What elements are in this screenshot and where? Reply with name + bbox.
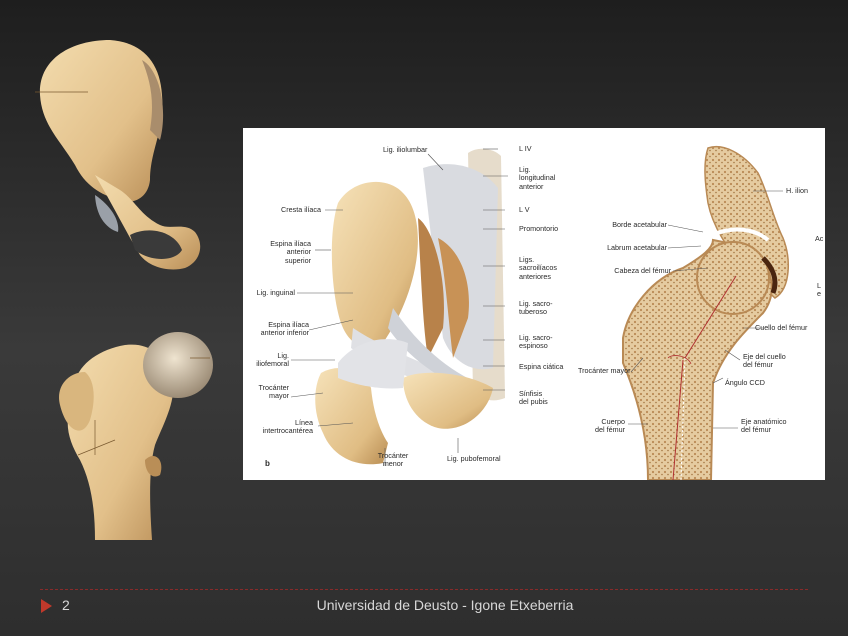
label-trocanter-mayor-c: Trocánter mayor xyxy=(578,366,631,375)
figure-letter-b: b xyxy=(265,459,270,468)
label-espina-iliaca-inf: Espina ilíaca anterior inferior xyxy=(260,320,309,338)
label-lig-pubofemoral: Lig. pubofemoral xyxy=(447,454,501,463)
label-cabeza-femur: Cabeza del fémur xyxy=(614,266,671,275)
footer-divider xyxy=(40,589,808,590)
label-linea-intertrocanterea: Línea intertrocantérea xyxy=(262,418,313,436)
figure-artwork xyxy=(290,146,789,480)
footer-text: Universidad de Deusto - Igone Etxeberria xyxy=(316,597,574,613)
label-trocanter-menor: Trocánter menor xyxy=(377,451,409,469)
footer-arrow-icon xyxy=(41,599,52,613)
label-promontorio: Promontorio xyxy=(519,224,559,233)
label-lig-sacroespinoso: Lig. sacro- espinoso xyxy=(519,333,553,351)
page-number: 2 xyxy=(62,597,70,613)
label-cresta-iliaca: Cresta ilíaca xyxy=(281,205,321,214)
label-labrum-acetabular: Labrum acetabular xyxy=(607,243,667,252)
label-lig-sacrotuberoso: Lig. sacro- tuberoso xyxy=(519,299,553,317)
label-espina-iliaca-sup: Espina ilíaca anterior superior xyxy=(270,239,311,265)
label-ac: Ac xyxy=(815,234,824,243)
label-eje-cuello: Eje del cuello del fémur xyxy=(743,352,786,370)
label-angulo-ccd: Ángulo CCD xyxy=(725,378,765,387)
label-l-e: L e xyxy=(817,281,821,299)
label-trocanter-mayor: Trocánter mayor xyxy=(258,383,290,401)
label-borde-acetabular: Borde acetabular xyxy=(612,220,667,229)
label-l-v: L V xyxy=(519,205,530,214)
label-espina-ciatica: Espina ciática xyxy=(519,362,564,371)
label-lig-iliofemoral: Lig. iliofemoral xyxy=(256,351,289,369)
label-cuello-femur: Cuello del fémur xyxy=(755,323,808,332)
label-lig-iliolumbar: Lig. iliolumbar xyxy=(383,145,428,154)
figure-c-femur-section xyxy=(622,146,789,480)
label-lig-longitudinal: Lig. longitudinal anterior xyxy=(519,165,556,191)
label-sinfisis-pubis: Sínfisis del pubis xyxy=(519,389,548,407)
figure-b-pelvis-ligaments xyxy=(315,148,505,465)
label-h-ilion: H. ilion xyxy=(786,186,808,195)
label-cuerpo-femur: Cuerpo del fémur xyxy=(595,417,625,435)
leader-lines xyxy=(290,148,783,466)
label-l-iv: L IV xyxy=(519,144,532,153)
figure-panel: Lig. iliolumbar L IV Lig. longitudinal a… xyxy=(243,128,825,480)
label-lig-inguinal: Lig. inguinal xyxy=(256,288,295,297)
label-eje-anatomico: Eje anatómico del fémur xyxy=(741,417,787,435)
label-ligs-sacroiliacos: Ligs. sacroilíacos anteriores xyxy=(519,255,557,281)
